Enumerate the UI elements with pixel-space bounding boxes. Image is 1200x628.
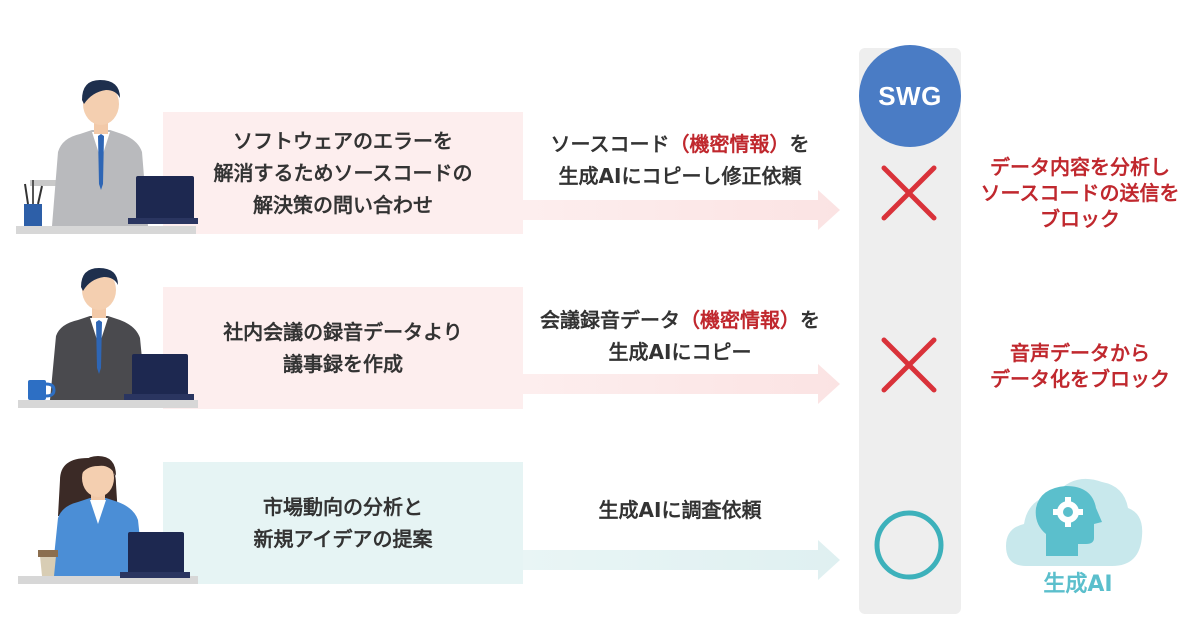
row-3-task: 市場動向の分析と 新規アイデアの提案: [163, 462, 523, 584]
confidential-label: （機密情報）: [669, 132, 790, 156]
coffee-cup-icon: [38, 550, 58, 576]
row-1-panel: [163, 112, 840, 234]
cloud-head-gear-icon: [1006, 478, 1143, 566]
row-2-arrow: [523, 364, 840, 404]
coffee-mug-icon: [28, 380, 56, 400]
row-1-arrow: [523, 190, 840, 230]
businessman-icon: [16, 80, 198, 234]
action-text: 会議録音データ: [540, 308, 680, 332]
task-line: 議事録を作成: [282, 352, 403, 376]
row-2-panel: [163, 287, 840, 409]
pen-cup-icon: [24, 204, 42, 226]
action-text: 生成AIにコピー: [608, 340, 752, 364]
task-line: 社内会議の録音データより: [223, 320, 463, 344]
task-line: 解決策の問い合わせ: [253, 193, 433, 217]
swg-badge: SWG: [859, 45, 961, 147]
task-line: 新規アイデアの提案: [253, 527, 433, 551]
result-line: ブロック: [1040, 207, 1120, 231]
action-text: 生成AIに調査依頼: [598, 498, 762, 522]
result-line: ソースコードの送信を: [980, 181, 1180, 205]
result-line: データ内容を分析し: [990, 155, 1170, 179]
block-x-icon: [881, 337, 937, 393]
block-x-icon: [881, 165, 937, 221]
action-text: を: [789, 132, 810, 156]
row-3-arrow: [523, 540, 840, 580]
result-line: データ化をブロック: [990, 367, 1170, 391]
task-line: ソフトウェアのエラーを: [233, 129, 453, 153]
swg-label: SWG: [878, 80, 942, 111]
row-1-result: データ内容を分析し ソースコードの送信を ブロック: [960, 154, 1200, 232]
businesswoman-icon: [18, 456, 198, 584]
row-2-task: 社内会議の録音データより 議事録を作成: [163, 287, 523, 409]
row-2-result: 音声データから データ化をブロック: [960, 340, 1200, 392]
confidential-label: （機密情報）: [680, 308, 800, 332]
row-1-task: ソフトウェアのエラーを 解消するためソースコードの 解決策の問い合わせ: [163, 112, 523, 234]
row-3-panel: [163, 462, 840, 584]
allow-circle-icon: [874, 510, 944, 580]
generative-ai-label: 生成AI: [1043, 572, 1113, 597]
row-1-action: ソースコード（機密情報）を 生成AIにコピーし修正依頼: [520, 128, 840, 192]
action-text: ソースコード: [550, 132, 670, 156]
task-line: 市場動向の分析と: [263, 495, 423, 519]
task-line: 解消するためソースコードの: [213, 161, 473, 185]
result-line: 音声データから: [1010, 341, 1150, 365]
businessman-icon: [18, 268, 198, 408]
action-text: を: [800, 308, 820, 332]
row-2-action: 会議録音データ（機密情報）を 生成AIにコピー: [520, 304, 840, 368]
action-text: 生成AIにコピーし修正依頼: [558, 164, 802, 188]
row-3-action: 生成AIに調査依頼: [520, 494, 840, 526]
